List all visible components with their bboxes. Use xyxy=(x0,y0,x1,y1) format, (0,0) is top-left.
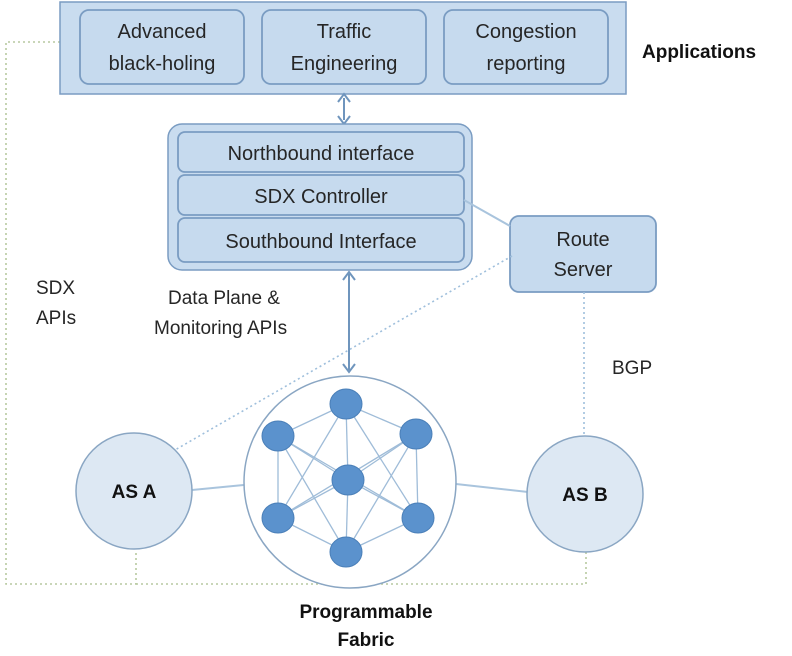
arrow-head-up-icon xyxy=(342,270,356,281)
arrow-head-up-icon xyxy=(337,92,351,103)
fabric-node-top xyxy=(329,388,363,420)
as-a-label: AS A xyxy=(112,482,157,503)
controller-route-server-link xyxy=(463,199,511,227)
as-b-node[interactable] xyxy=(526,435,644,553)
fabric-node-lower-left xyxy=(261,502,295,534)
fabric-node-bottom xyxy=(329,536,363,568)
as-b-fabric-link xyxy=(455,483,529,493)
app-box-congestion-label-line1: Congestion xyxy=(475,21,576,43)
fabric-node-upper-left xyxy=(261,420,295,452)
app-box-congestion-reporting[interactable] xyxy=(443,9,609,85)
app-box-advanced-label-line2: black-holing xyxy=(109,53,216,75)
app-box-traffic-label-line2: Engineering xyxy=(291,53,398,75)
route-server-box[interactable] xyxy=(509,215,657,293)
fabric-node-lower-right xyxy=(401,502,435,534)
sdx-controller-label: SDX Controller xyxy=(254,186,388,208)
data-plane-label-line2: Monitoring APIs xyxy=(154,318,287,339)
northbound-interface-box[interactable] xyxy=(177,131,465,173)
sdx-apis-connector xyxy=(5,41,137,585)
app-box-congestion-label-line2: reporting xyxy=(487,53,566,75)
fabric-node-upper-right xyxy=(399,418,433,450)
sdx-apis-label-line1: SDX xyxy=(36,278,75,299)
fabric-label-line2: Fabric xyxy=(337,630,394,651)
app-box-traffic-label-line1: Traffic xyxy=(317,21,371,43)
data-plane-label-line1: Data Plane & xyxy=(168,288,280,309)
as-a-node[interactable] xyxy=(75,432,193,550)
route-server-as-a-link xyxy=(167,255,513,455)
fabric-label-line1: Programmable xyxy=(299,602,432,623)
app-box-traffic-engineering[interactable] xyxy=(261,9,427,85)
sdx-apis-label-line2: APIs xyxy=(36,308,76,329)
southbound-interface-box[interactable] xyxy=(177,217,465,263)
fabric-bottom-connector xyxy=(136,540,587,585)
app-box-advanced-black-holing[interactable] xyxy=(79,9,245,85)
fabric-node-center xyxy=(331,464,365,496)
northbound-interface-label: Northbound interface xyxy=(228,143,415,165)
arrow-head-down-icon xyxy=(342,363,356,374)
sdx-controller-box[interactable] xyxy=(177,174,465,216)
as-b-label: AS B xyxy=(562,485,607,506)
applications-label: Applications xyxy=(642,42,756,63)
route-server-label-line2: Server xyxy=(554,259,613,281)
bgp-label: BGP xyxy=(612,358,652,379)
southbound-interface-label: Southbound Interface xyxy=(225,231,416,253)
app-box-advanced-label-line1: Advanced xyxy=(118,21,207,43)
route-server-label-line1: Route xyxy=(556,229,609,251)
